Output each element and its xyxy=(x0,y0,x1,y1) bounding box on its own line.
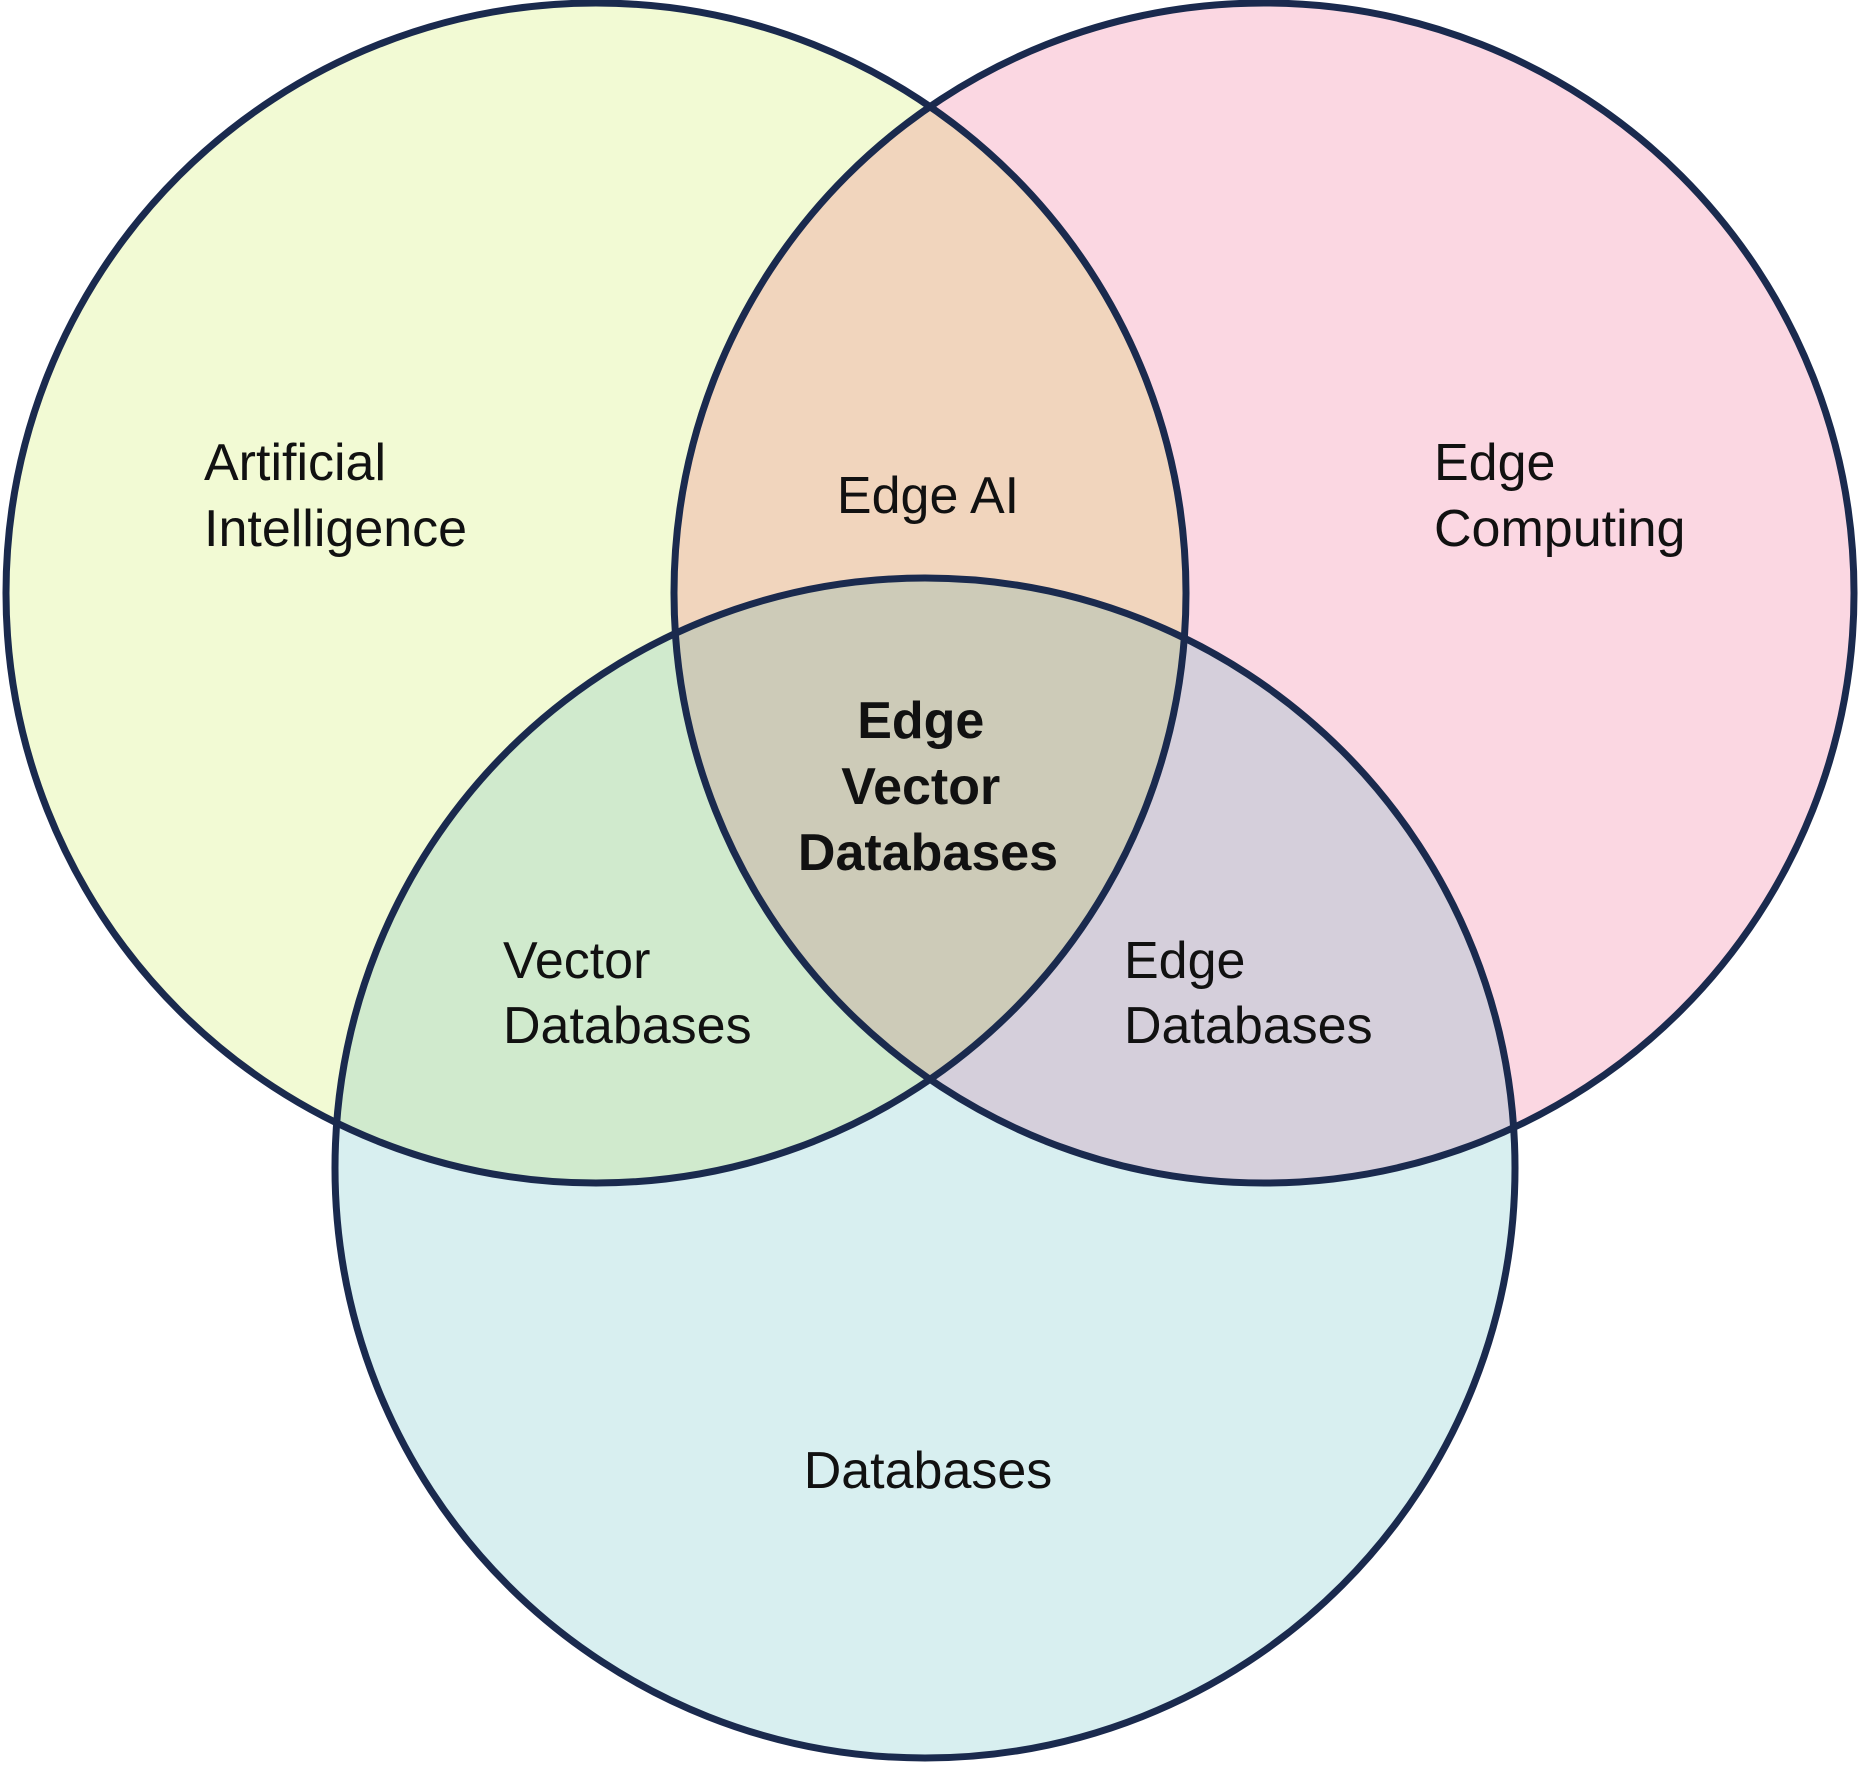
label-edge-vector-databases: Edge Vector Databases xyxy=(798,692,1058,882)
ai-circle-outline xyxy=(2,0,1190,1187)
label-edge-databases: Edge Databases xyxy=(1124,932,1373,1055)
label-edge-computing: Edge Computing xyxy=(1434,434,1685,558)
label-databases: Databases xyxy=(804,1442,1053,1500)
edge-computing-circle-outline xyxy=(670,0,1858,1187)
label-artificial-intelligence: Artificial Intelligence xyxy=(204,434,467,558)
databases-circle-outline xyxy=(331,574,1519,1762)
label-edge-ai: Edge AI xyxy=(837,467,1019,525)
label-vector-databases: Vector Databases xyxy=(503,932,752,1055)
